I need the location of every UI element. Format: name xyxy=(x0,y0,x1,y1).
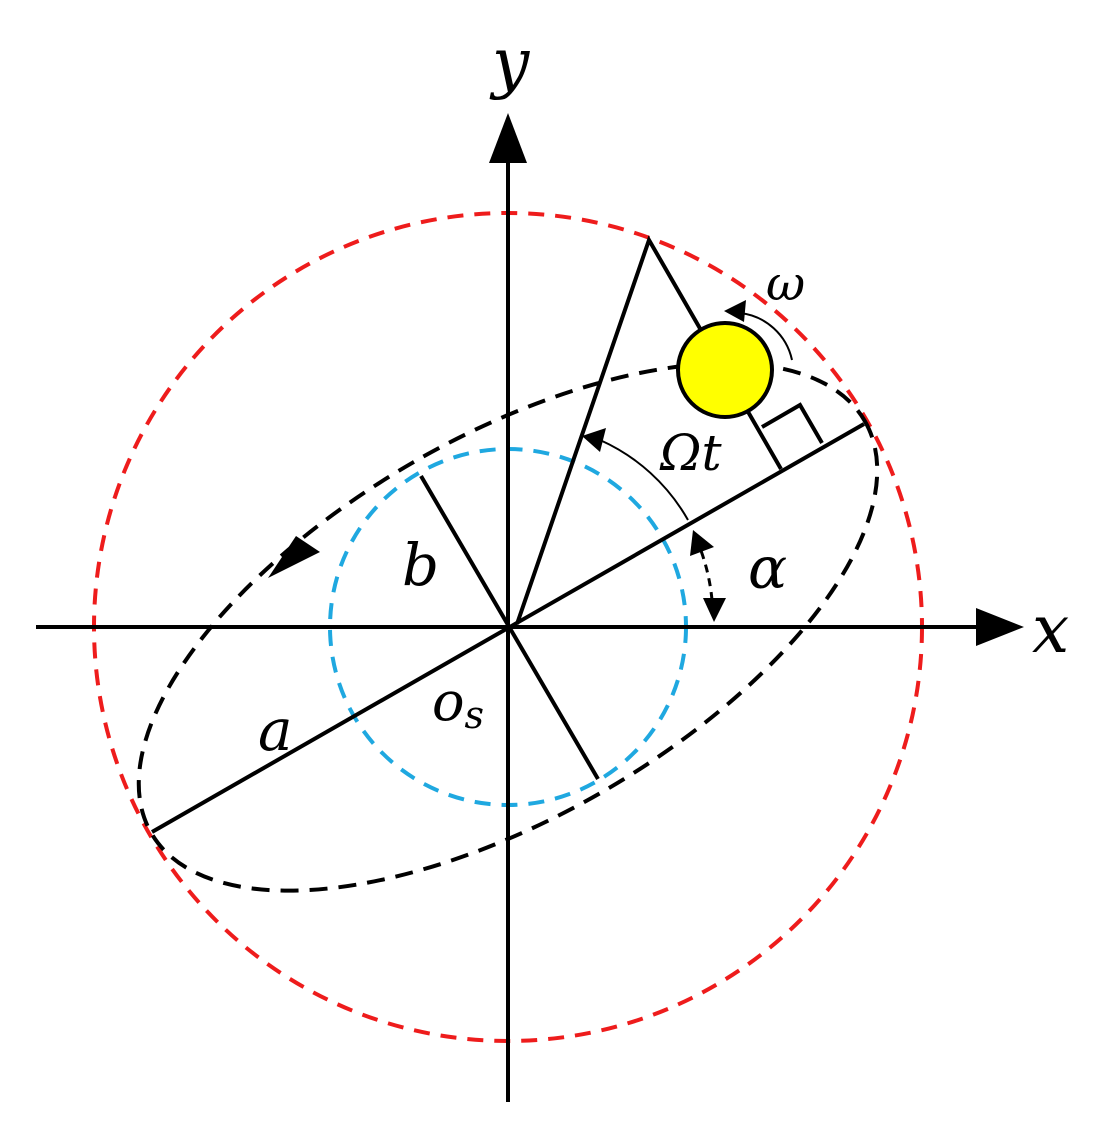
omega-t-arrowhead xyxy=(582,428,606,452)
omega-t-label: Ωt xyxy=(659,424,722,482)
y-axis-arrowhead xyxy=(489,113,527,163)
right-angle-marker xyxy=(760,402,824,445)
origin-subscript: s xyxy=(465,693,485,737)
omega-t-arc-arrow xyxy=(599,439,689,521)
alpha-arc-arrow xyxy=(698,547,714,601)
orbit-ellipse xyxy=(136,361,880,893)
ball-circle xyxy=(676,321,774,419)
origin-label: os xyxy=(432,670,484,737)
omega-arrowhead xyxy=(724,300,746,322)
radius-triangle xyxy=(515,235,783,625)
semi-minor-axis-line xyxy=(419,474,600,781)
origin-letter: o xyxy=(432,670,465,733)
semi-minor-label: b xyxy=(402,531,439,599)
alpha-label: α xyxy=(748,534,787,602)
ellipse-direction-arrowhead xyxy=(268,536,320,578)
omega-arc-arrow xyxy=(739,312,793,361)
x-axis-arrowhead xyxy=(976,608,1024,646)
x-axis-label: x xyxy=(1032,591,1069,668)
omega-label: ω xyxy=(766,256,805,312)
alpha-arrowhead-down xyxy=(703,598,726,622)
semi-major-label: a xyxy=(258,696,293,764)
alpha-arrowhead-up xyxy=(690,530,714,556)
y-axis-label: y xyxy=(489,24,530,101)
